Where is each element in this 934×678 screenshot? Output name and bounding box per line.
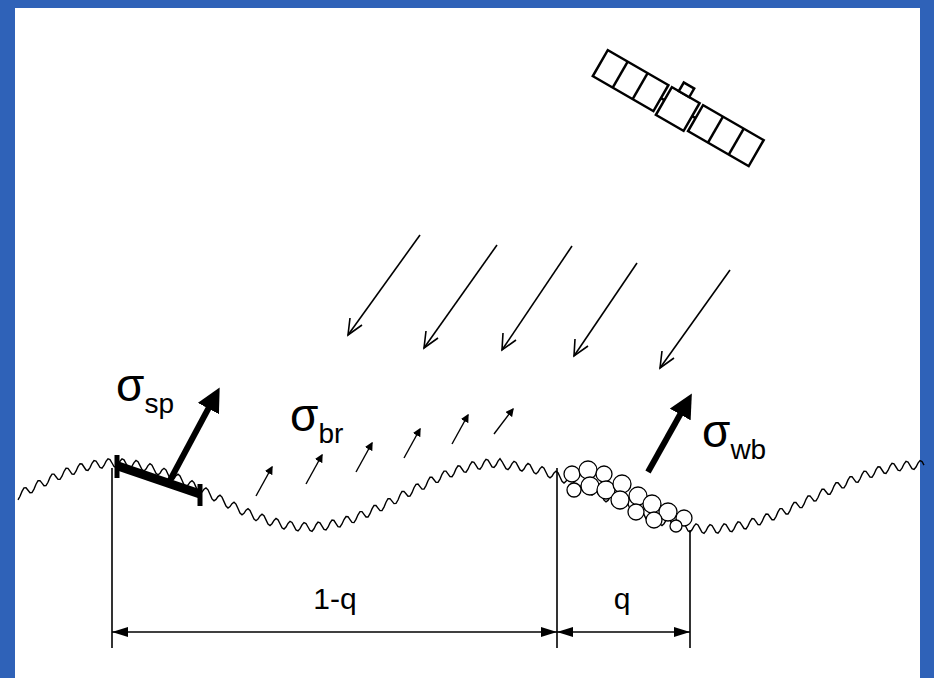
dimension-label: 1-q (313, 584, 356, 614)
sigma-label: σsp (116, 362, 174, 408)
foam-bubble (670, 520, 682, 532)
foam-bubble (567, 483, 581, 497)
slide-panel (15, 8, 920, 678)
whitecap-foam (564, 461, 692, 532)
dimension-arrowheads (112, 627, 690, 637)
sigma-label: σbr (290, 392, 343, 438)
foam-bubble (628, 504, 644, 520)
satellite (592, 41, 769, 167)
incident-rays (348, 235, 730, 368)
foam-bubble (564, 466, 580, 482)
specular-arrow (168, 398, 214, 484)
dimension-lines (112, 468, 690, 648)
dimension-label: q (614, 584, 631, 614)
foam-bubble (579, 461, 597, 479)
specular-facet (117, 455, 200, 506)
wave-profile (18, 459, 924, 534)
foam-bubble (613, 475, 631, 493)
sigma-label: σwb (702, 408, 766, 454)
whitecap-arrow (648, 404, 686, 472)
foam-bubble (646, 512, 662, 528)
foam-bubble (611, 491, 629, 509)
foam-bubble (596, 466, 612, 482)
foam-bubble (643, 495, 661, 513)
foam-bubble (581, 477, 599, 495)
